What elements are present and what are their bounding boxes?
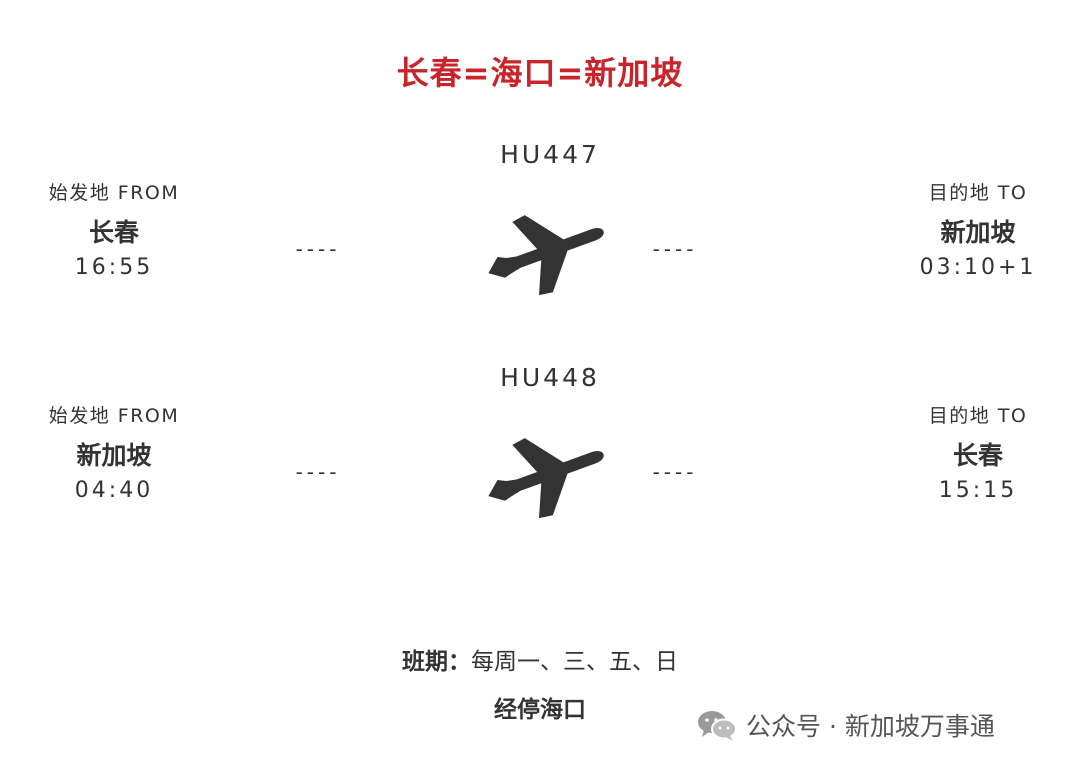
destination-block: 目的地 TO 新加坡 03:10+1 (873, 178, 1080, 280)
wechat-icon (698, 711, 737, 741)
destination-city: 新加坡 (940, 218, 1016, 247)
page-title: 长春=海口=新加坡 (396, 54, 684, 92)
departure-time: 16:55 (74, 255, 154, 280)
airplane-icon (488, 215, 604, 296)
schedule-line: 班期：每周一、三、五、日 (0, 642, 1080, 676)
destination-label: 目的地 TO (928, 182, 1028, 204)
origin-block: 始发地 FROM 长春 16:55 (9, 178, 219, 280)
origin-label: 始发地 FROM (48, 182, 180, 204)
airplane-icon (488, 438, 604, 519)
origin-city: 长春 (88, 218, 139, 247)
arrival-time: 03:10+1 (919, 255, 1037, 280)
destination-label: 目的地 TO (928, 405, 1028, 427)
arrival-time: 15:15 (938, 478, 1018, 503)
stopover-note: 经停海口 (494, 697, 586, 723)
schedule-label: 班期： (402, 649, 471, 675)
flight-number: HU448 (500, 363, 600, 392)
destination-city: 长春 (952, 441, 1003, 470)
origin-label: 始发地 FROM (48, 405, 180, 427)
watermark-text: 公众号 · 新加坡万事通 (746, 712, 995, 741)
departure-time: 04:40 (74, 478, 154, 503)
flight-number: HU447 (500, 140, 600, 169)
destination-block: 目的地 TO 长春 15:15 (873, 401, 1080, 503)
dash-separator-right: ---- (652, 460, 698, 484)
origin-city: 新加坡 (76, 441, 152, 470)
dash-separator-left: ---- (295, 237, 341, 261)
dash-separator-left: ---- (295, 460, 341, 484)
watermark: 公众号 · 新加坡万事通 (696, 707, 995, 743)
origin-block: 始发地 FROM 新加坡 04:40 (9, 401, 219, 503)
schedule-value: 每周一、三、五、日 (471, 649, 678, 675)
dash-separator-right: ---- (652, 237, 698, 261)
